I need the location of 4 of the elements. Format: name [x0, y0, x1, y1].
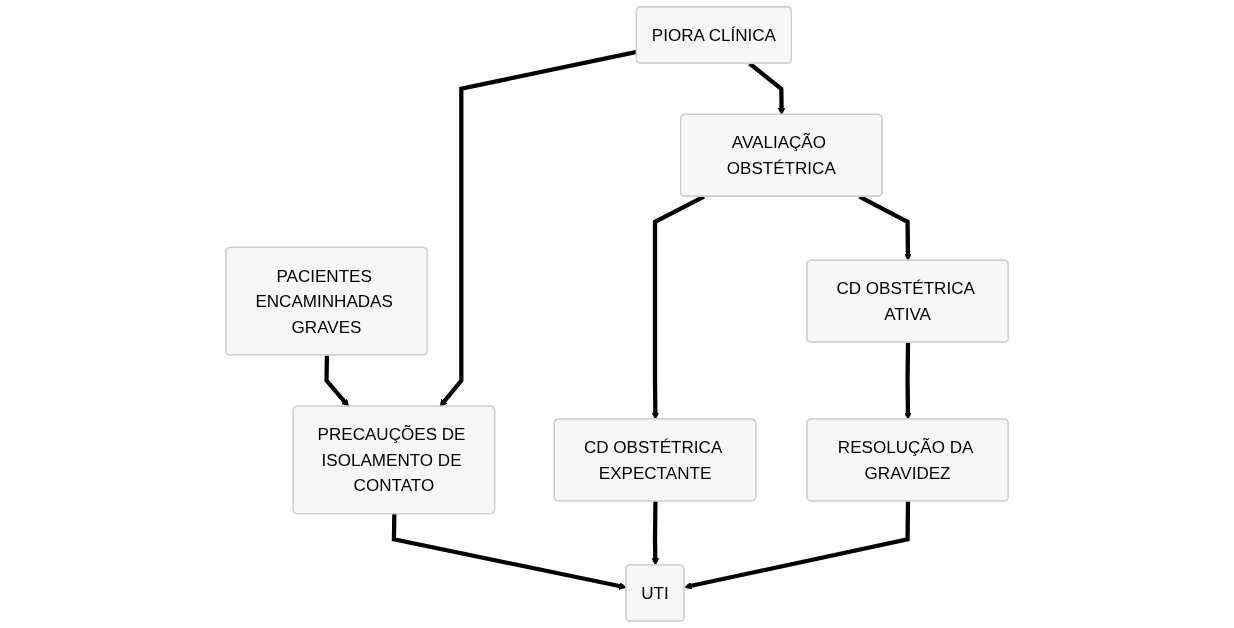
- arrow: [684, 501, 911, 590]
- arrow: [324, 355, 349, 407]
- arrow: [904, 342, 912, 420]
- arrow: [651, 501, 660, 566]
